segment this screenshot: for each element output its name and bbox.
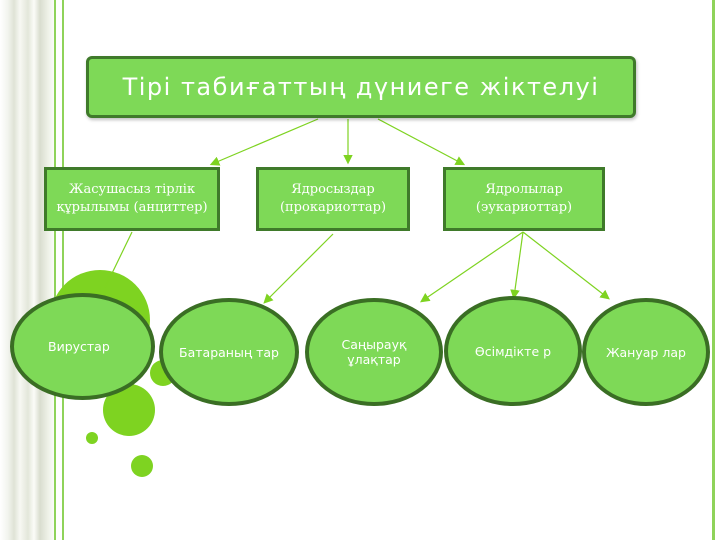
kingdom-animals: Жануар лар (582, 298, 710, 406)
arrow-to-viruses (100, 231, 133, 297)
decorative-line (62, 0, 64, 540)
kingdom-plants: Өсімдікте р (444, 296, 582, 406)
arrow-to-acellular (209, 118, 319, 166)
category-prokaryotes: Ядросыздар (прокариоттар) (256, 167, 410, 231)
slide-frame-line (712, 0, 715, 540)
arrow-to-eukaryotes (377, 118, 466, 166)
kingdom-viruses: Вирустар (10, 293, 155, 400)
arrow-to-bacteria (263, 233, 334, 304)
kingdom-bacteria: Батараның тар (159, 298, 299, 406)
arrow-to-plants (510, 231, 524, 300)
decorative-line (54, 0, 56, 540)
kingdom-fungi: Саңырауқ ұлақтар (305, 298, 443, 406)
diagram-title: Тірі табиғаттың дүниеге жіктелуі (86, 56, 636, 118)
arrow-to-fungi (420, 231, 524, 303)
decorative-circle (131, 455, 153, 477)
category-acellular: Жасушасыз тірлік құрылымы (анциттер) (44, 167, 220, 231)
decorative-circle (86, 432, 98, 444)
category-eukaryotes: Ядролылар (эукариоттар) (443, 167, 605, 231)
arrow-to-animals (522, 231, 610, 300)
